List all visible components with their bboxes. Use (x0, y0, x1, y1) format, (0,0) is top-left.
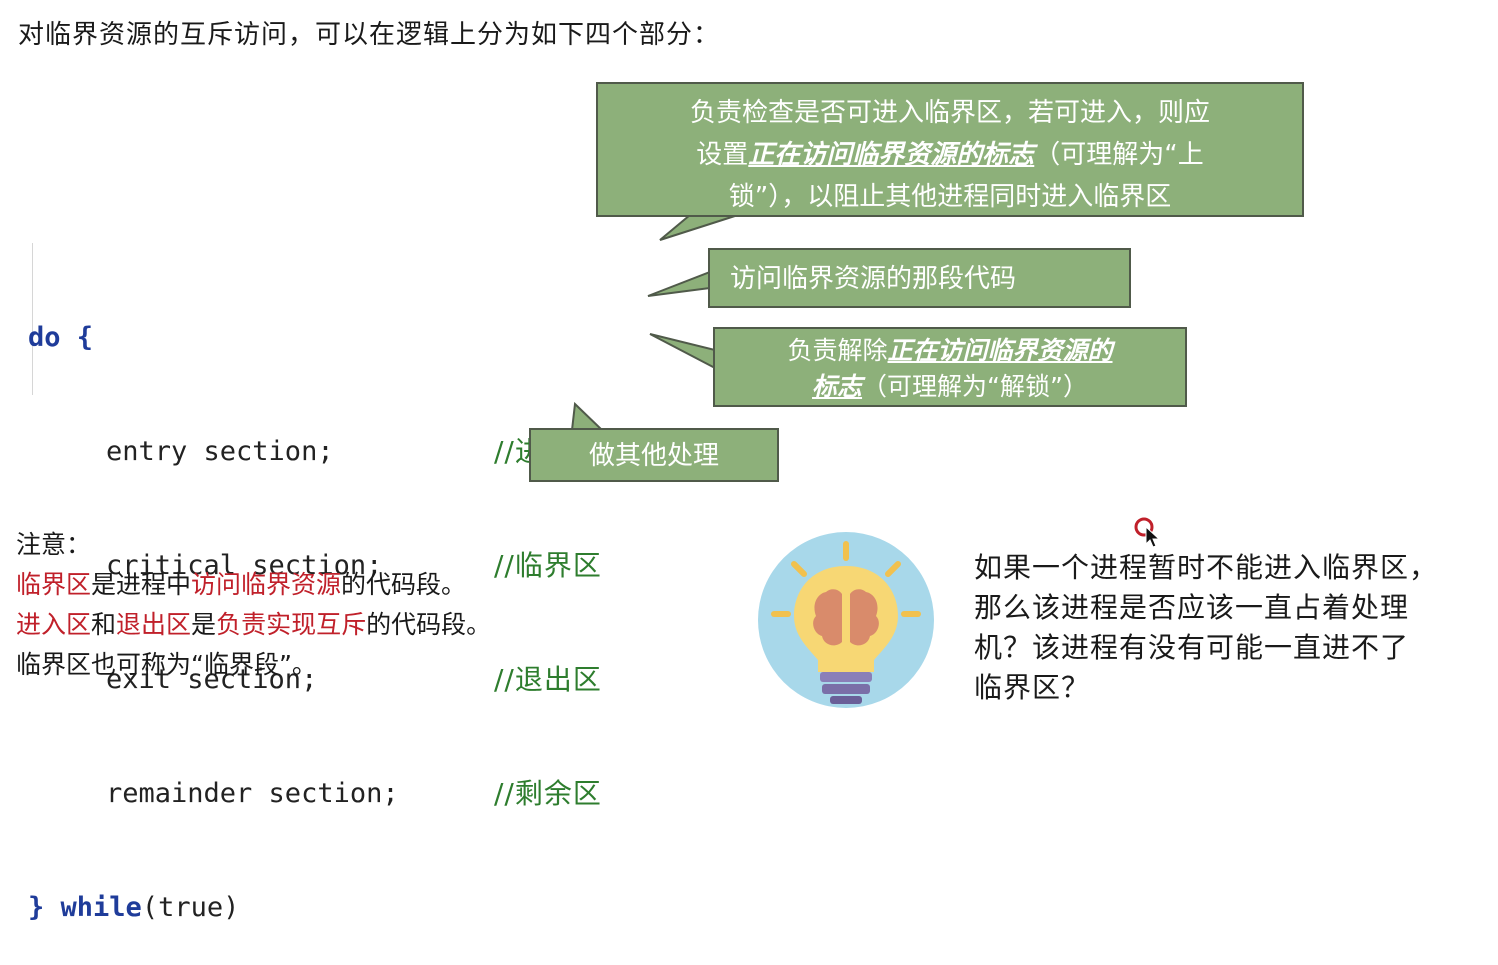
note-term-critical: 临界区 (16, 570, 92, 599)
question-line-3: 机？该进程有没有可能一直进不了 (974, 631, 1410, 664)
callout-tail-remainder (570, 401, 605, 431)
note-text: 是 (191, 610, 217, 639)
note-term-access: 访问临界资源 (191, 570, 342, 599)
code-indent-guide (32, 243, 33, 395)
comment-exit: //退出区 (494, 663, 602, 696)
callout-exit-emphasis-2: 标志 (812, 372, 863, 401)
callout-exit-section: 负责解除正在访问临界资源的 标志（可理解为“解锁”） (713, 327, 1187, 407)
callout-entry-line3: 锁”），以阻止其他进程同时进入临界区 (728, 182, 1172, 212)
callout-exit-post: （可理解为“解锁”） (862, 372, 1088, 401)
code-do-open: do { (28, 322, 94, 353)
callout-remainder-section: 做其他处理 (529, 428, 779, 482)
note-text: 和 (91, 610, 117, 639)
comment-remainder: //剩余区 (494, 777, 602, 810)
page-title: 对临界资源的互斥访问，可以在逻辑上分为如下四个部分： (18, 20, 721, 50)
code-while-keyword: while (60, 892, 142, 923)
code-line-entry: entry section; (106, 436, 334, 467)
question-line-1: 如果一个进程暂时不能进入临界区， (974, 551, 1439, 584)
callout-entry-line2: 设置正在访问临界资源的标志（可理解为“上 (616, 134, 1284, 176)
callout-entry-post: （可理解为“上 (1034, 140, 1204, 170)
code-line-exit: exit section; (106, 664, 318, 695)
callout-exit-pre: 负责解除 (787, 336, 888, 365)
note-heading: 注意： (16, 530, 92, 559)
callout-entry-section: 负责检查是否可进入临界区，若可进入，则应 设置正在访问临界资源的标志（可理解为“… (596, 82, 1304, 217)
code-close-brace: } (28, 892, 45, 923)
code-line-critical: critical section; (106, 550, 383, 581)
note-block: 注意： 临界区是进程中访问临界资源的代码段。 进入区和退出区是负责实现互斥的代码… (16, 525, 491, 685)
callout-tail-exit (649, 333, 716, 370)
code-while-condition: (true) (141, 892, 240, 923)
question-text: 如果一个进程暂时不能进入临界区， 那么该进程是否应该一直占着处理 机？该进程有没… (974, 548, 1484, 708)
lightbulb-icon (758, 532, 934, 708)
note-line-1: 临界区是进程中访问临界资源的代码段。 (16, 565, 491, 605)
callout-entry-line1: 负责检查是否可进入临界区，若可进入，则应 (689, 98, 1210, 128)
note-text: 是进程中 (91, 570, 192, 599)
callout-tail-critical (647, 270, 711, 297)
note-term-entry: 进入区 (16, 610, 92, 639)
callout-entry-emphasis: 正在访问临界资源的标志 (748, 140, 1035, 170)
question-line-4: 临界区？ (974, 671, 1091, 704)
callout-exit-emphasis-1: 正在访问临界资源的 (887, 336, 1113, 365)
note-term-mutex: 负责实现互斥 (216, 610, 367, 639)
callout-tail-entry (659, 214, 739, 241)
note-text: 的代码段。 (341, 570, 467, 599)
note-line-2: 进入区和退出区是负责实现互斥的代码段。 (16, 605, 491, 645)
code-line-remainder: remainder section; (106, 778, 399, 809)
note-term-exit: 退出区 (116, 610, 192, 639)
callout-critical-section: 访问临界资源的那段代码 (708, 248, 1131, 308)
note-text: 的代码段。 (366, 610, 492, 639)
mouse-cursor-icon (1134, 517, 1161, 548)
comment-critical: //临界区 (494, 549, 602, 582)
question-line-2: 那么该进程是否应该一直占着处理 (974, 591, 1410, 624)
callout-entry-pre: 设置 (696, 140, 749, 170)
note-line-3: 临界区也可称为“临界段”。 (16, 650, 317, 679)
